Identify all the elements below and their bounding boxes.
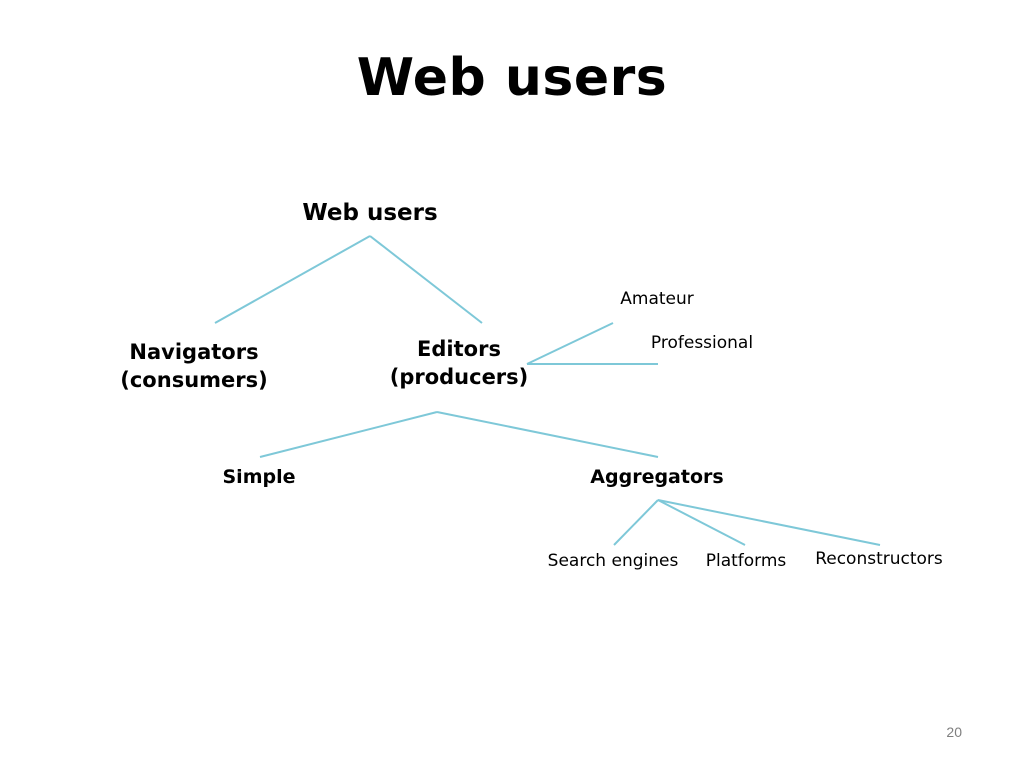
node-aggregators: Aggregators <box>590 466 724 488</box>
edge-editors-aggregators <box>436 411 659 458</box>
edge-aggregators-platforms <box>657 499 746 546</box>
node-search-engines: Search engines <box>547 551 679 571</box>
node-web-users: Web users <box>302 200 438 226</box>
node-amateur: Amateur <box>620 289 694 309</box>
edge-editors-simple <box>259 411 438 458</box>
edge-root-editors <box>369 235 483 324</box>
node-platforms: Platforms <box>705 551 787 571</box>
edge-root-navigators <box>214 235 371 324</box>
node-navigators-line1: Navigators <box>129 340 259 364</box>
edge-aggregators-reconstructors <box>657 499 881 546</box>
edge-aggregators-search-engines <box>613 499 659 546</box>
slide-title: Web users <box>356 48 668 108</box>
node-simple: Simple <box>222 466 296 488</box>
node-reconstructors: Reconstructors <box>815 549 943 569</box>
node-professional: Professional <box>650 333 754 353</box>
node-navigators-line2: (consumers) <box>120 368 268 392</box>
node-editors: Editors (producers) <box>380 335 538 391</box>
edge-editors-amateur <box>526 322 614 365</box>
node-navigators: Navigators (consumers) <box>115 338 273 394</box>
node-editors-line2: (producers) <box>389 365 529 389</box>
page-number: 20 <box>946 724 962 740</box>
node-editors-line1: Editors <box>417 337 501 361</box>
